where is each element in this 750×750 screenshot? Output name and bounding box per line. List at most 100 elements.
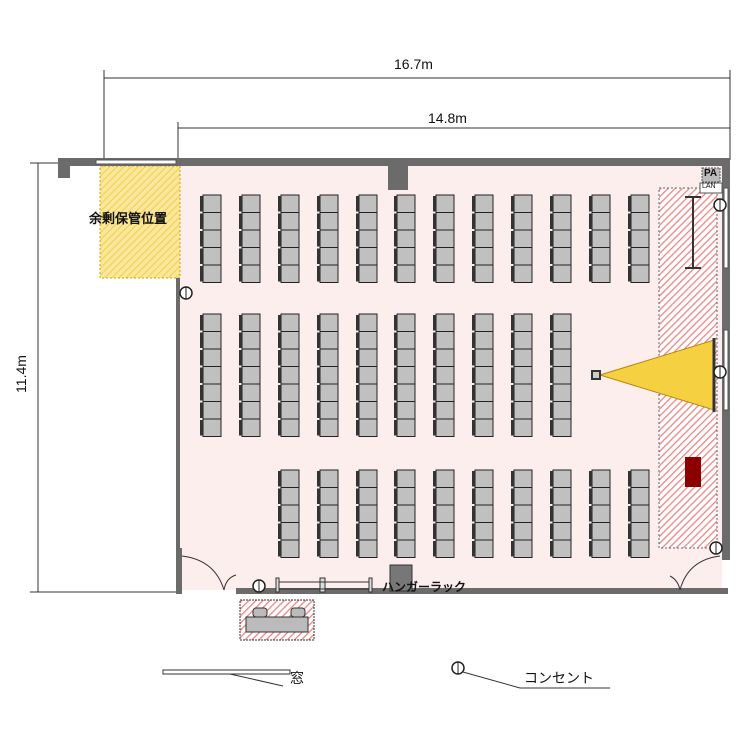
chair: [396, 264, 416, 283]
chair: [202, 212, 222, 231]
dimension-lines: [30, 70, 731, 593]
chair-back: [628, 213, 631, 229]
chair: [319, 469, 339, 488]
chair-back: [472, 248, 475, 264]
chair-back: [550, 541, 553, 557]
chair-back: [200, 332, 203, 348]
chair: [396, 194, 416, 213]
chair: [552, 194, 572, 213]
chair: [513, 247, 533, 266]
chair: [435, 522, 455, 541]
chair: [280, 229, 300, 248]
legend-window-symbol: [162, 669, 291, 675]
chair: [358, 247, 378, 266]
legend: [162, 669, 610, 689]
chair: [591, 264, 611, 283]
chair: [319, 247, 339, 266]
chair: [358, 366, 378, 385]
chair: [396, 331, 416, 350]
chair-back: [200, 196, 203, 212]
chair-back: [278, 506, 281, 522]
chair-back: [511, 367, 514, 383]
chair-back: [278, 385, 281, 401]
pa-label: PA: [704, 168, 718, 179]
chair: [319, 504, 339, 523]
chair-back: [550, 402, 553, 418]
chair-back: [550, 523, 553, 539]
chair-back: [511, 541, 514, 557]
chair: [591, 522, 611, 541]
chair-back: [433, 350, 436, 366]
chair: [202, 194, 222, 213]
chair: [552, 313, 572, 332]
lan-label: LAN: [702, 183, 716, 190]
chair: [280, 348, 300, 367]
chair-back: [472, 266, 475, 282]
chair: [280, 383, 300, 402]
chair: [241, 383, 261, 402]
chair-back: [550, 266, 553, 282]
chair-back: [317, 248, 320, 264]
chair-back: [394, 523, 397, 539]
chair: [319, 212, 339, 231]
chair: [280, 401, 300, 420]
chair: [552, 539, 572, 558]
chair-back: [433, 196, 436, 212]
chair-back: [394, 196, 397, 212]
chair: [241, 194, 261, 213]
chair: [358, 504, 378, 523]
chair: [474, 348, 494, 367]
chair-back: [394, 350, 397, 366]
chair: [552, 418, 572, 437]
chair-back: [239, 315, 242, 331]
chair: [319, 487, 339, 506]
chair: [280, 418, 300, 437]
chair: [513, 418, 533, 437]
chair: [358, 264, 378, 283]
chair: [396, 348, 416, 367]
storage-area: [99, 165, 181, 279]
chair: [591, 194, 611, 213]
chair-back: [317, 315, 320, 331]
chair: [396, 212, 416, 231]
chair-back: [433, 231, 436, 247]
chair-back: [200, 420, 203, 436]
chair-back: [628, 231, 631, 247]
chair-back: [394, 231, 397, 247]
chair: [513, 401, 533, 420]
chair: [202, 383, 222, 402]
chair: [591, 212, 611, 231]
chair: [513, 264, 533, 283]
chair-back: [278, 488, 281, 504]
chair-back: [356, 471, 359, 487]
chair: [435, 401, 455, 420]
chair: [552, 247, 572, 266]
chair: [396, 504, 416, 523]
chair: [552, 469, 572, 488]
chair: [591, 229, 611, 248]
chair-back: [278, 196, 281, 212]
outlets: [179, 198, 727, 675]
chair: [552, 264, 572, 283]
chair: [513, 383, 533, 402]
chair-back: [550, 196, 553, 212]
chair-back: [550, 471, 553, 487]
chair: [396, 401, 416, 420]
chair: [280, 469, 300, 488]
chair: [435, 383, 455, 402]
chair: [474, 247, 494, 266]
dimension-overall-width: 16.7m: [394, 56, 433, 72]
chair-back: [550, 506, 553, 522]
chair: [319, 264, 339, 283]
chair-back: [356, 231, 359, 247]
seating-chairs: [200, 194, 650, 558]
chair: [241, 418, 261, 437]
chair: [396, 313, 416, 332]
chair: [474, 383, 494, 402]
chair: [358, 418, 378, 437]
chair-back: [356, 248, 359, 264]
window-right: [723, 187, 729, 269]
chair-back: [550, 315, 553, 331]
chair: [280, 504, 300, 523]
chair: [630, 504, 650, 523]
